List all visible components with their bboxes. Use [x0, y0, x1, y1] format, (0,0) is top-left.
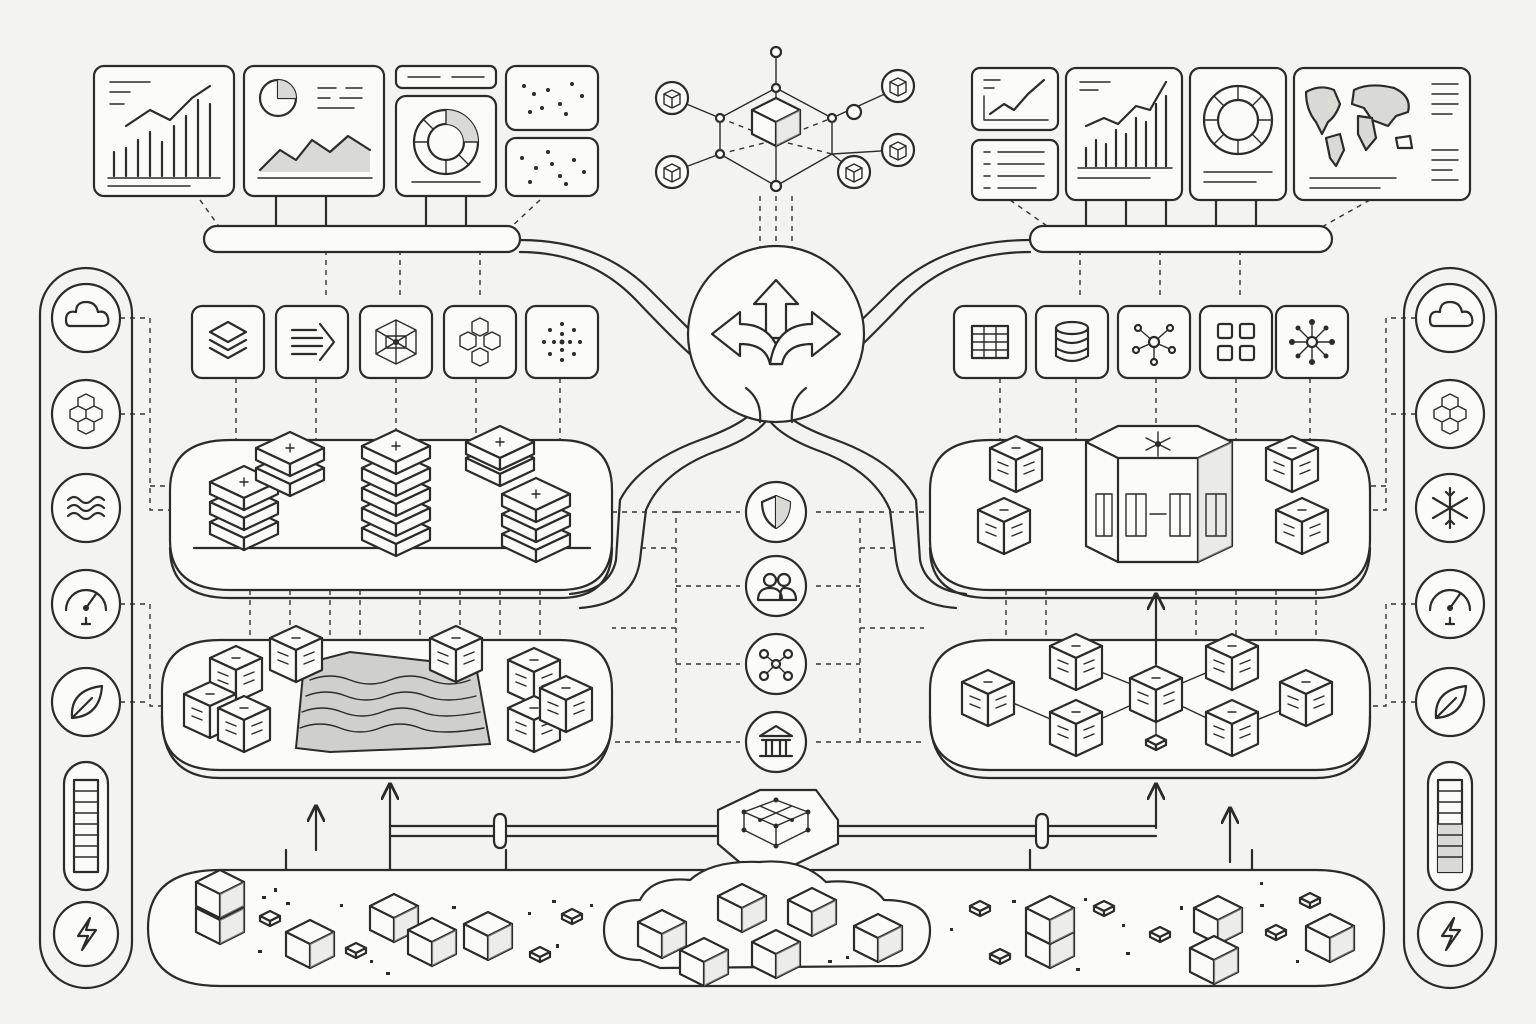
mesh-hub-icon [716, 788, 840, 868]
leaf-icon [1414, 666, 1486, 738]
ingest-arrows [284, 596, 1254, 882]
cloud-icon [50, 282, 122, 354]
shield-icon [744, 480, 808, 544]
data-lake [294, 650, 492, 754]
governance-icons [744, 480, 808, 774]
left-rail [38, 266, 134, 990]
hex-cubes-icon [442, 304, 518, 380]
table-icon [952, 304, 1028, 380]
left-tool-icons [190, 304, 600, 380]
line-bar-chart-panel [92, 64, 236, 198]
bank-icon [744, 710, 808, 774]
donut-chart-panel [394, 94, 498, 198]
right-tool-icons [952, 304, 1350, 380]
hub-network-icon [1116, 304, 1192, 380]
leaf-icon [50, 666, 122, 738]
scatter-panel-top [504, 64, 600, 132]
dot-cluster-icon [524, 304, 600, 380]
database-icon [1034, 304, 1110, 380]
snowflake-icon [1414, 472, 1486, 544]
connector-lines [120, 194, 1416, 743]
gauge-icon [50, 568, 122, 640]
left-dashboard-cluster [92, 64, 600, 198]
bolt-icon [1416, 900, 1484, 968]
right-dashboard-cluster [970, 66, 1472, 202]
header-bar-panel [394, 64, 498, 90]
right-upper-platform [928, 424, 1372, 600]
pie-area-chart-panel [242, 64, 386, 198]
cube-graph-icon [654, 45, 916, 193]
network-cube-icon [358, 304, 434, 380]
world-map-panel [1292, 66, 1472, 202]
split-arrows-icon [686, 244, 866, 424]
left-lower-platform [160, 624, 614, 780]
source-tray [146, 860, 1386, 988]
gauge-icon [1414, 568, 1486, 640]
flow-arrows-icon [274, 304, 350, 380]
users-icon [744, 554, 808, 618]
cloud-icon [1414, 282, 1486, 354]
line-chart-panel [970, 66, 1060, 132]
list-panel [970, 138, 1060, 202]
slab-stack [208, 424, 572, 564]
battery-icon [1426, 760, 1474, 892]
cubes-icon [50, 378, 122, 450]
battery-icon [62, 760, 110, 892]
donut-chart-panel [1188, 66, 1288, 202]
hex-hub-building [1084, 424, 1234, 564]
waves-icon [50, 472, 122, 544]
left-bus [202, 224, 522, 254]
share-network-icon [744, 632, 808, 696]
right-bus [1028, 224, 1334, 254]
layers-icon [190, 304, 266, 380]
scatter-panel-bottom [504, 136, 600, 198]
hub-pipes [388, 812, 1158, 850]
bolt-icon [52, 900, 120, 968]
grid-blocks-icon [1198, 304, 1274, 380]
bar-line-chart-panel [1064, 66, 1184, 202]
star-network-icon [1274, 304, 1350, 380]
cubes-icon [1414, 378, 1486, 450]
right-lower-platform [928, 632, 1372, 780]
right-rail [1402, 266, 1498, 990]
left-upper-platform [168, 424, 614, 600]
